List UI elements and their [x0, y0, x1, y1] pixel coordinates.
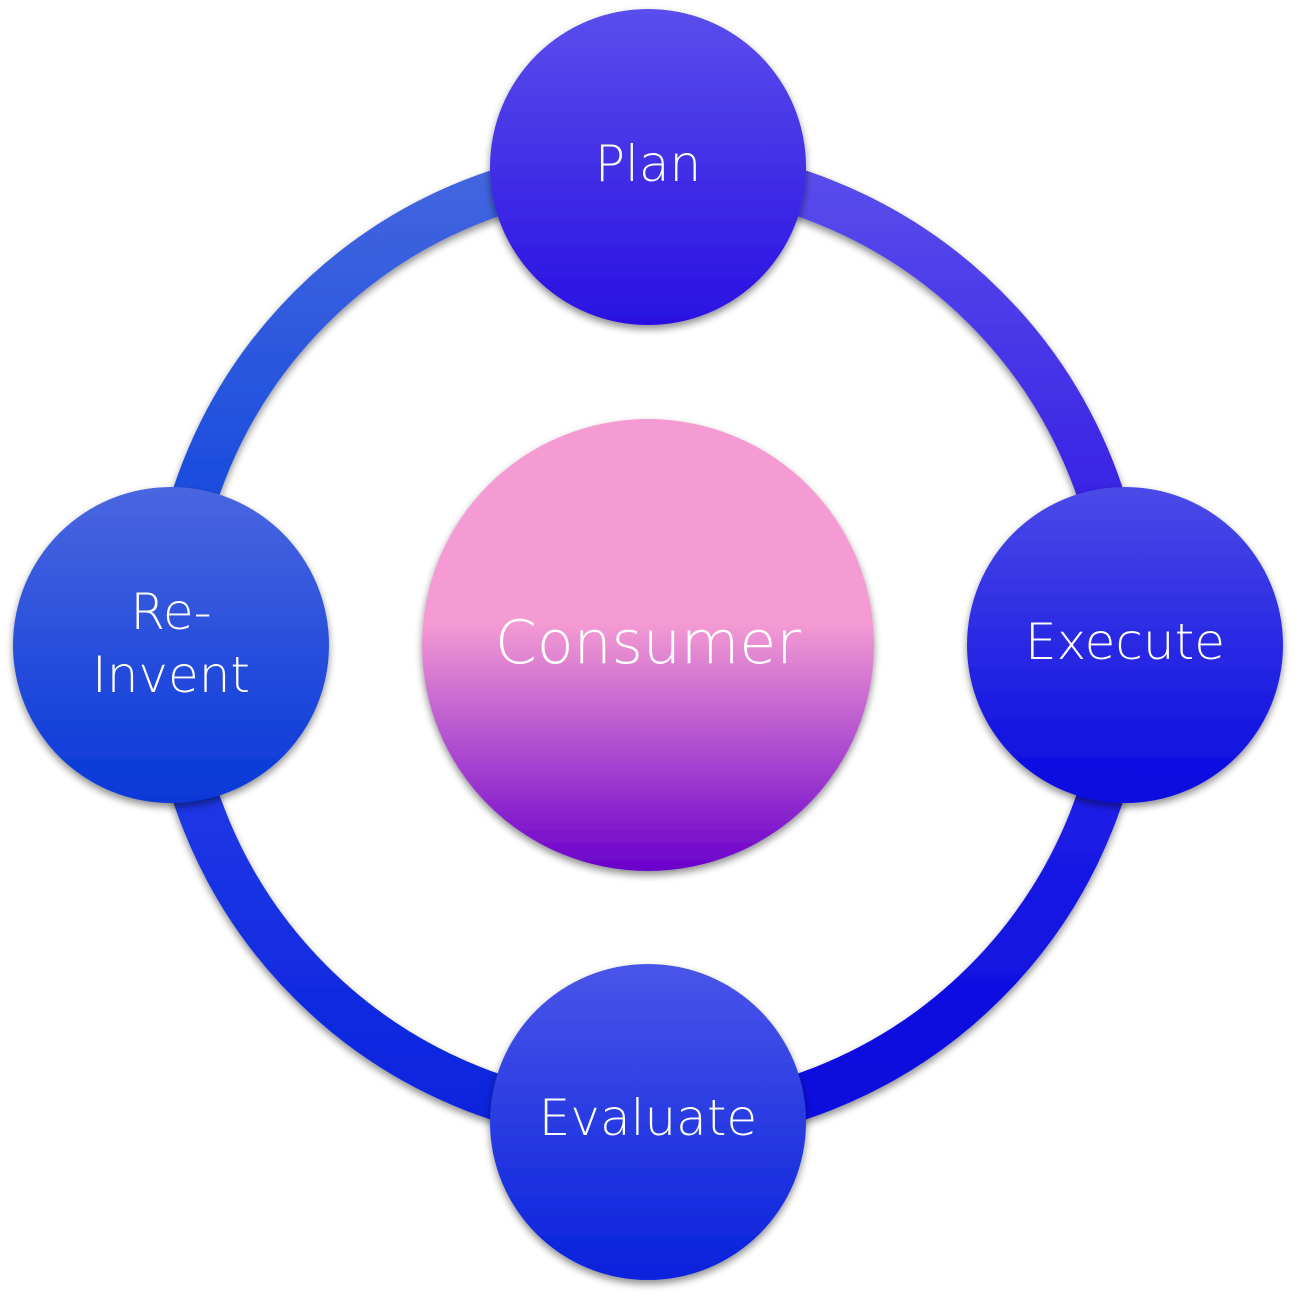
node-re-invent: Re- Invent — [13, 487, 329, 803]
center-label: Consumer — [495, 608, 801, 678]
node-plan: Plan — [490, 9, 806, 325]
node-label: Execute — [1025, 613, 1225, 671]
node-label-line-2: Invent — [92, 646, 250, 704]
node-evaluate: Evaluate — [490, 964, 806, 1280]
center-node-consumer: Consumer — [422, 419, 874, 871]
node-label: Plan — [595, 135, 701, 193]
node-label-line-1: Re- — [130, 583, 211, 641]
node-label: Evaluate — [539, 1089, 757, 1147]
node-execute: Execute — [967, 487, 1283, 803]
